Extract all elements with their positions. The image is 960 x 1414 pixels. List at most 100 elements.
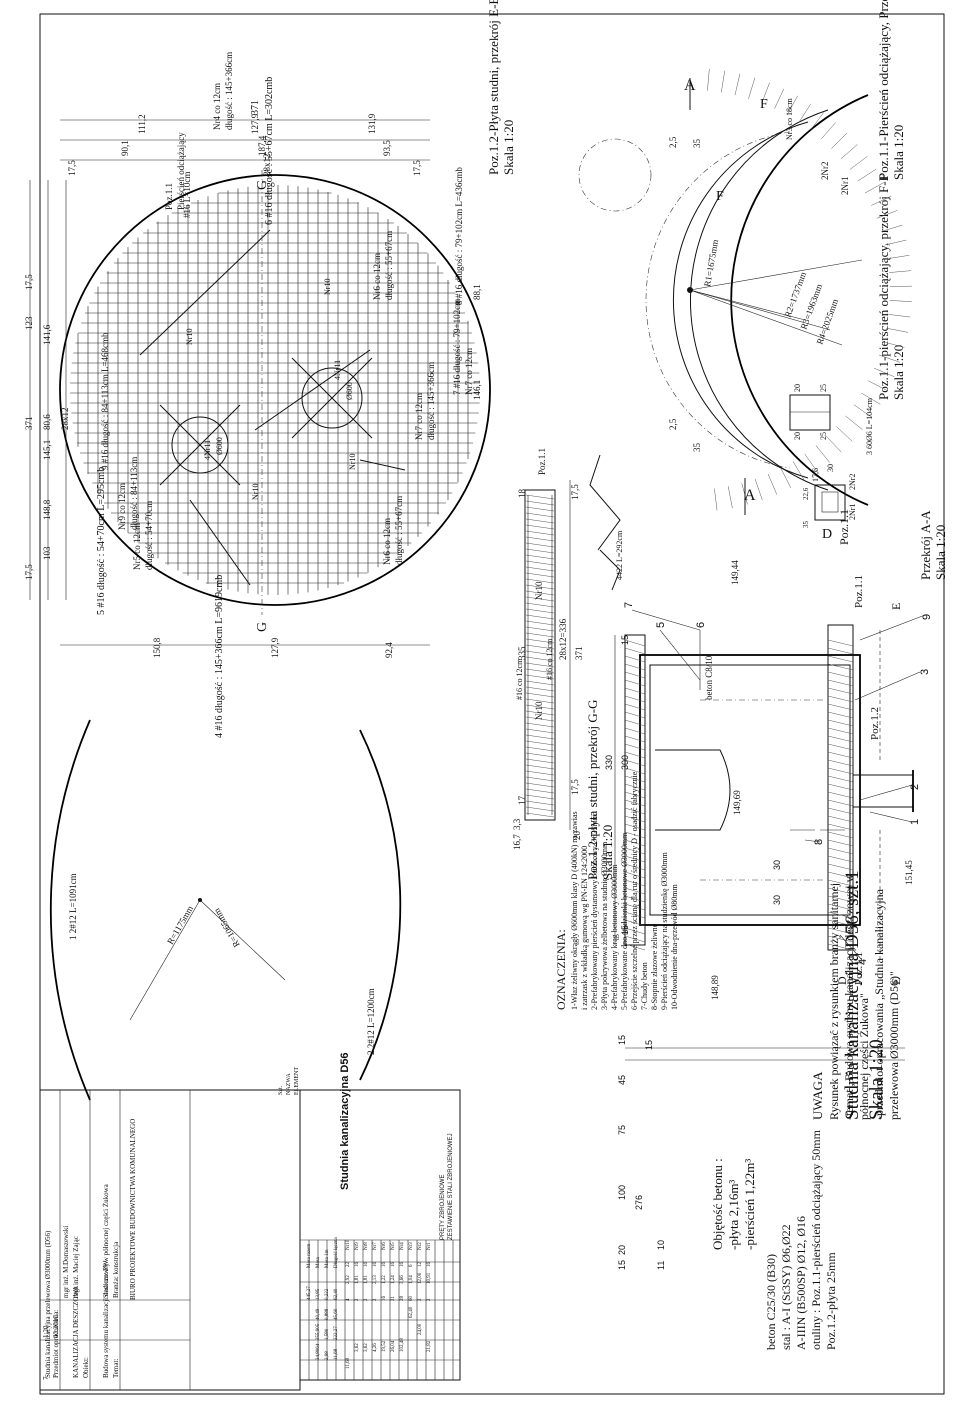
drawing-line xyxy=(526,729,554,733)
company-name: BIURO PROJEKTOWE BUDOWNICTWA KOMUNALNEGO xyxy=(129,1119,137,1300)
steel-table-footer-cell: 40,49 xyxy=(316,1308,321,1320)
drawing-line xyxy=(526,747,554,751)
drawing-line xyxy=(828,712,853,718)
bar-label: 8 #16 długość : 79+102cm L=436cmb xyxy=(454,167,464,305)
dim: 45 xyxy=(617,1075,627,1085)
steel-table: Nr11610,91221,82Nr21212,00224,00Nr361,04… xyxy=(300,1052,460,1380)
ring-radius-label: R4=2025mm xyxy=(814,298,840,346)
bar-label: długość : 145+366cm xyxy=(224,52,234,130)
drawing-line xyxy=(828,840,853,846)
drawing-line xyxy=(828,864,853,870)
drawing-line xyxy=(828,736,853,742)
drawing-line xyxy=(526,615,554,619)
drawing-line xyxy=(850,156,868,169)
steel-table-footer-cell: 222,27 xyxy=(334,1326,339,1340)
drawing-line xyxy=(828,824,853,830)
ring-dim: 30 xyxy=(826,464,835,472)
drawing-line xyxy=(828,776,853,782)
drawing-line xyxy=(526,627,554,631)
ring-plan-dd: R1=1675mm R2=1737mm R3=1963mm R4=2025mm … xyxy=(579,69,912,542)
drawing-line xyxy=(845,416,862,430)
notes-line: północnej części Żukowa" xyxy=(857,993,871,1120)
dim: 28x12=336 xyxy=(558,618,568,660)
drawing-line xyxy=(526,741,554,745)
steel-table-cell: 4,26 xyxy=(373,1343,378,1352)
concrete-ring: -pierścień 1,22m³ xyxy=(742,1159,757,1250)
drawing-line xyxy=(526,561,554,565)
concrete-label: beton C8/10 xyxy=(704,655,714,700)
drawing-line xyxy=(526,555,554,559)
drawing-line xyxy=(828,848,853,854)
table-subheader: PRĘTY ZBROJENIOWE xyxy=(440,1174,446,1240)
steel-table-cell: 16 xyxy=(364,1262,369,1268)
bar-label: 1 2#12 L=1091cm xyxy=(68,873,78,940)
drawing-line xyxy=(748,78,754,99)
drawing-line xyxy=(828,680,853,686)
section-mark-d: D xyxy=(835,976,849,985)
drawing-line xyxy=(828,744,853,750)
concrete-volumes: Objętość betonu : -płyta 2,16m³ -pierści… xyxy=(710,1158,757,1250)
bar-label: Nr10 xyxy=(348,454,357,470)
ring-dim: 17,6 xyxy=(811,468,820,482)
bar-label: długość : 84+113cm xyxy=(129,457,139,530)
steel-table-footer-cell: 0,222 xyxy=(325,1288,330,1300)
legend-item: 2-Prefabrykowany pierścień dystansowy be… xyxy=(590,813,599,1010)
dim: 300 xyxy=(620,755,630,770)
steel-table-cell: 1,22 xyxy=(382,1275,387,1284)
slab-section-gg: 371 28x12=336 335 17,5 17,5 18 17 20 3,3… xyxy=(512,448,584,850)
dim: 20 xyxy=(572,831,582,841)
steel-table-footer-cell: 0,888 xyxy=(325,1308,330,1320)
steel-table-cell: Nr10 xyxy=(346,1239,351,1250)
dim: 80,6 xyxy=(42,414,52,430)
bar-label: Nr7 co 12cm xyxy=(414,393,424,440)
dim-total: 371 xyxy=(250,100,261,115)
drawing-line xyxy=(526,621,554,625)
steel-table-cell: 2 xyxy=(427,1298,432,1301)
drawing-line xyxy=(768,474,777,494)
section-dd-title: Poz.1.1-Pierścień odciążający, Przekrój … xyxy=(876,0,906,180)
opening-label: Ø600 xyxy=(345,382,354,400)
bar-arc-shapes: R=1175mm R=1065mm 4 #16 długość : 145+36… xyxy=(51,575,401,1100)
dim: 3,3 xyxy=(512,818,522,830)
dim: 17,5 xyxy=(24,564,34,580)
steel-table-cell: 16 xyxy=(427,1262,432,1268)
dim: 88,1 xyxy=(472,284,482,300)
steel-table-cell: 2 xyxy=(355,1298,360,1301)
material-line: stal : A-I (St3SY) Ø6,Ø22 xyxy=(779,1224,793,1350)
dim: 16,7 xyxy=(512,834,522,850)
bar-label: długość : 55+67cm xyxy=(394,496,404,565)
bar-label: długość : 55+67cm xyxy=(384,231,394,300)
drawing-line xyxy=(526,501,554,505)
dim: 17,5 xyxy=(570,484,580,500)
drawing-line xyxy=(526,513,554,517)
steel-table-cell: 60 xyxy=(409,1296,414,1302)
ring-dim: 20 xyxy=(793,432,802,440)
callout-9: 9 xyxy=(921,614,933,620)
drawing-line xyxy=(828,784,853,790)
ring-dim: 20 xyxy=(793,384,802,392)
dim: 92,4 xyxy=(384,642,394,658)
bar-label: 4422 L=292cm xyxy=(615,530,624,580)
notes-line: Rysunek powiązać z rysunkiem branży sani… xyxy=(827,883,841,1120)
section-ee-title-text: Poz.1.2-Płyta studni, przekrój E-E xyxy=(486,0,501,175)
drawing-line xyxy=(526,603,554,607)
section-mark-a: A xyxy=(744,487,756,504)
bar-label: 9 #16 długość : 84+113cm L=468cmb xyxy=(100,332,110,470)
bar-label: Nr10 xyxy=(185,329,194,345)
drawing-line xyxy=(828,768,853,774)
drawing-line xyxy=(728,486,732,508)
dim: 17,5 xyxy=(570,779,580,795)
section-mark-e: E xyxy=(889,603,903,610)
stage: Stadium: PW xyxy=(102,1260,110,1298)
ring-dim: 35 xyxy=(692,139,702,149)
drawing-line xyxy=(828,728,853,734)
bar-label: Nr6 co 12cm xyxy=(382,518,392,565)
dim: 30 xyxy=(772,860,782,870)
steel-table-cell: 21 xyxy=(391,1296,396,1302)
drawing-line xyxy=(816,445,830,462)
section-mark-d: D xyxy=(822,527,832,542)
dim: 11 xyxy=(656,1261,666,1270)
drawing-line xyxy=(526,789,554,793)
drawing-line xyxy=(625,728,645,734)
